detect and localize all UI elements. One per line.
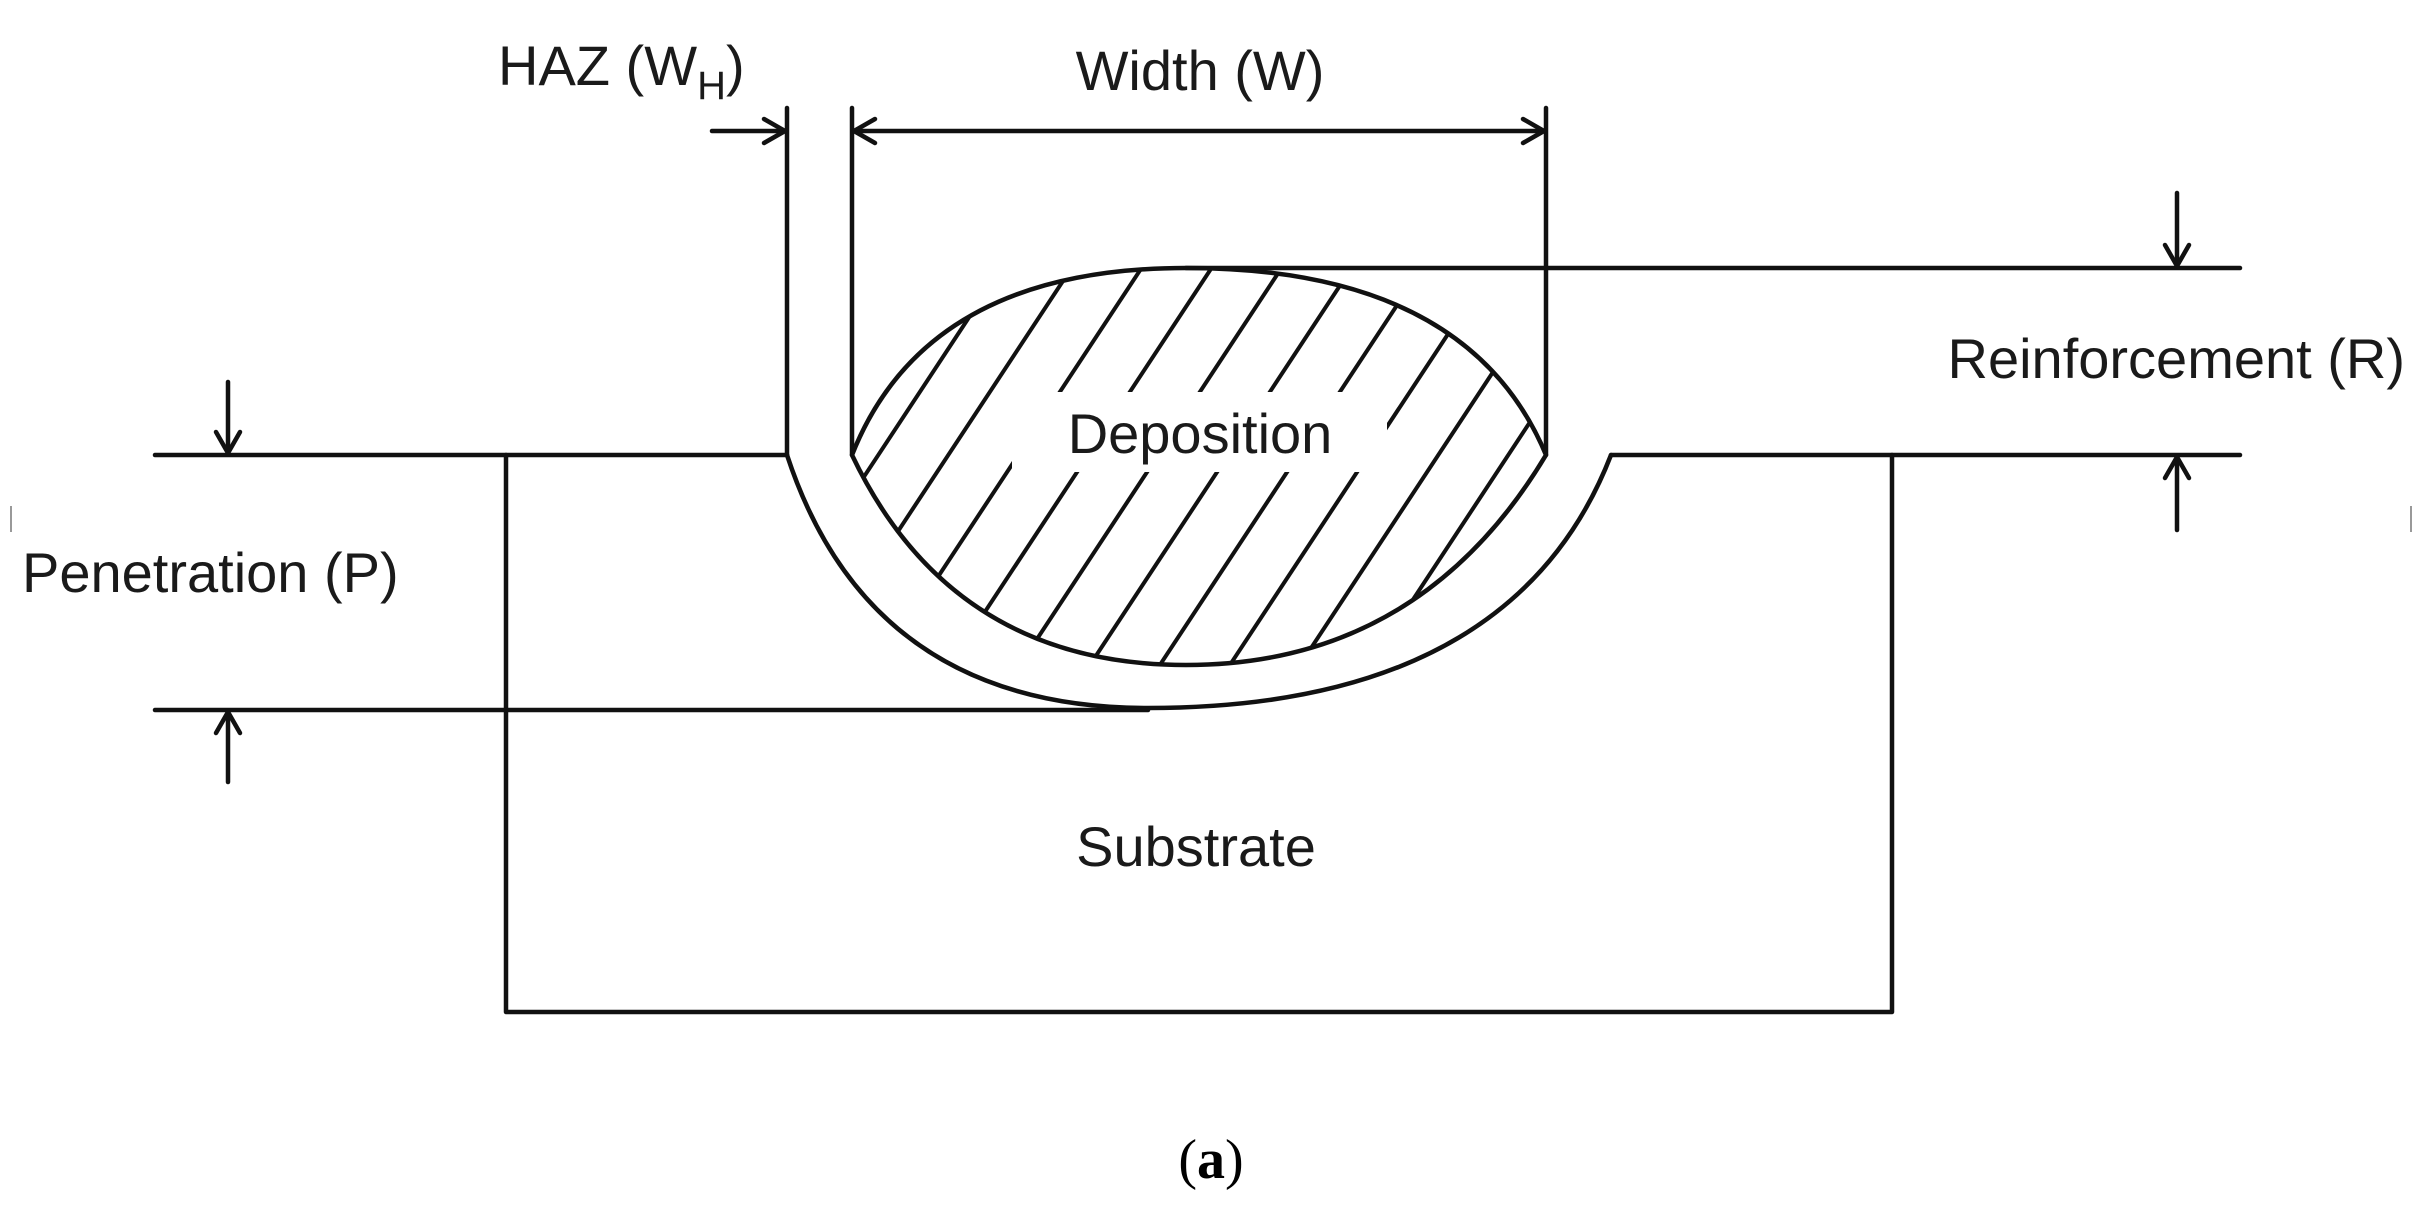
haz-boundary [784,452,1614,711]
deposition-label-bg [1012,392,1387,472]
reinforcement-label: Reinforcement (R) [1948,327,2405,390]
reinforcement-arrow-up [2162,454,2192,533]
width-dimension-arrow [851,116,1547,146]
penetration-arrow-down [213,379,243,456]
penetration-label: Penetration (P) [22,541,399,604]
haz-label: HAZ (WH) [498,34,745,108]
haz-label-main: HAZ (W [498,34,697,97]
haz-label-subscript: H [697,64,726,108]
haz-arrow [709,116,788,146]
caption-close: ) [1225,1129,1244,1191]
penetration-arrow-up [213,709,243,785]
width-label: Width (W) [1076,39,1325,102]
substrate-label: Substrate [1076,815,1316,878]
figure-caption: (a) [1178,1129,1243,1191]
reinforcement-arrow-down [2162,190,2192,269]
caption-open: ( [1178,1129,1197,1191]
caption-letter: a [1197,1129,1225,1191]
haz-label-close: ) [726,34,745,97]
deposition-label: Deposition [1068,402,1333,465]
substrate-outline [503,452,1895,1015]
